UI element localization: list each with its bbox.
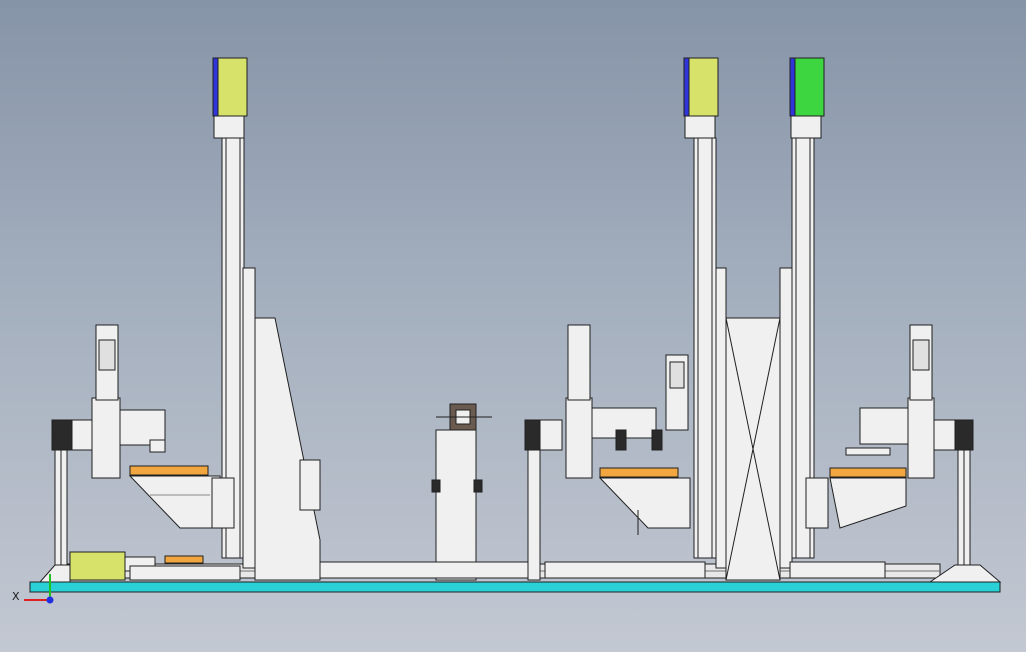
- left-tall-column: [211, 57, 321, 581]
- middle-right-rail: [544, 561, 706, 579]
- triad-origin: [46, 596, 54, 604]
- middle-rail: [319, 561, 531, 579]
- left-gripper: [128, 465, 221, 529]
- middle-tall-column-2: [789, 57, 829, 559]
- middle-frame-cross: [725, 267, 793, 581]
- left-feeder: [69, 551, 241, 581]
- triad-x-label: X: [12, 590, 20, 603]
- axis-triad: [24, 574, 54, 604]
- middle-gripper: [598, 467, 691, 535]
- center-post: [431, 403, 492, 581]
- middle-tall-column-1: [683, 57, 727, 569]
- middle-end-frame: [524, 324, 663, 581]
- base-plate: [29, 581, 1001, 593]
- right-rail: [789, 561, 886, 579]
- left-end-frame: [38, 324, 166, 583]
- right-gripper: [829, 447, 907, 529]
- middle-small-column: [665, 354, 689, 431]
- right-end-frame: [859, 324, 1002, 583]
